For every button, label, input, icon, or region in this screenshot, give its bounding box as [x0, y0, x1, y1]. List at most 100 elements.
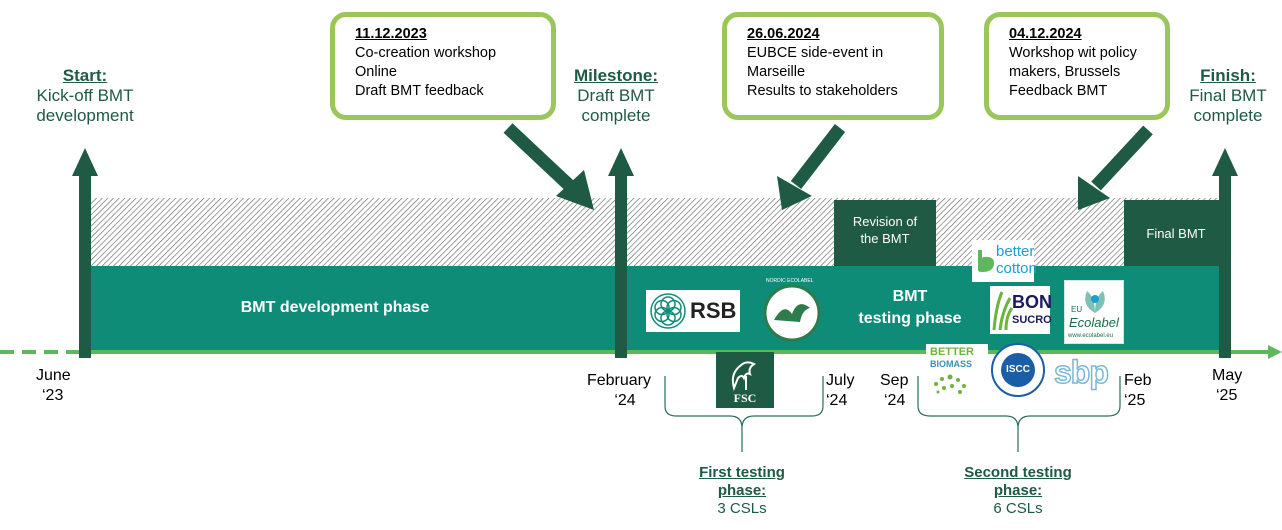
date-year: ‘24	[614, 392, 636, 409]
better-biomass-line2: BIOMASS	[930, 359, 973, 369]
iscc-logo: ISCC	[990, 342, 1046, 398]
callout-arrow-3	[1078, 125, 1153, 210]
start-line2: development	[36, 106, 134, 125]
date-year: ‘25	[1216, 387, 1238, 404]
fsc-text: FSC	[733, 391, 757, 405]
callout-line: Results to stakeholders	[747, 83, 898, 99]
milestone-line2: complete	[581, 106, 651, 125]
milestone-line1: Draft BMT	[577, 86, 655, 105]
nordic-ecolabel-logo: NORDIC ECOLABEL	[762, 278, 822, 342]
milestone-arrow	[608, 148, 634, 358]
revision-line2: the BMT	[860, 231, 910, 246]
date-year: ‘23	[42, 387, 64, 404]
date-month: July	[826, 372, 855, 389]
callout-date: 04.12.2024	[1009, 26, 1082, 42]
first-testing-heading1: First testing	[699, 464, 785, 481]
start-arrow	[72, 148, 98, 358]
timeline-arrowhead	[1268, 345, 1282, 359]
second-testing-heading2: phase:	[993, 482, 1043, 499]
flower-of-life-icon	[650, 293, 686, 329]
swan-icon	[763, 284, 821, 342]
eu-flower-icon	[1085, 291, 1105, 313]
development-phase-label: BMT development phase	[240, 299, 430, 316]
bonsucro-line2: SUCRO	[1012, 314, 1052, 326]
date-month: February	[586, 372, 652, 389]
dots-icon	[934, 374, 966, 394]
leaf-b-icon	[978, 250, 994, 272]
date-year: ‘24	[826, 392, 848, 409]
date-may-25: May ‘25	[1212, 366, 1242, 406]
callout-arrow-2	[777, 124, 846, 210]
date-sep-24: Sep ‘24	[880, 371, 908, 411]
start-heading: Start:	[62, 66, 108, 85]
second-testing-count: 6 CSLs	[993, 500, 1043, 517]
date-june-23: June ‘23	[36, 366, 71, 406]
finish-label: Finish: Final BMT complete	[1180, 66, 1276, 126]
eu-ecolabel-line1: EU	[1071, 305, 1083, 314]
hatched-band	[88, 198, 1228, 266]
callout-line: Feedback BMT	[1009, 83, 1108, 99]
final-bmt-box: Final BMT	[1124, 200, 1228, 266]
callout-line: makers, Brussels	[1009, 64, 1121, 80]
milestone-label: Milestone: Draft BMT complete	[560, 66, 672, 126]
bonsucro-logo: BON SUCRO	[990, 286, 1052, 334]
finish-line2: complete	[1193, 106, 1263, 125]
second-testing-heading1: Second testing	[964, 464, 1072, 481]
callout-line: Online	[355, 64, 397, 80]
final-bmt-label: Final BMT	[1146, 226, 1206, 241]
sbp-logo: sbp	[1052, 352, 1116, 396]
start-line1: Kick-off BMT	[36, 86, 134, 105]
sbp-text: sbp	[1053, 353, 1109, 391]
finish-line1: Final BMT	[1189, 86, 1267, 105]
testing-phase-line1: BMT	[892, 288, 928, 305]
revision-box: Revision of the BMT	[834, 200, 936, 266]
first-testing-count: 3 CSLs	[717, 500, 767, 517]
tree-check-icon	[731, 361, 756, 392]
first-testing-heading2: phase:	[717, 482, 767, 499]
rsb-logo: RSB	[646, 290, 740, 332]
bonsucro-line1: BON	[1012, 292, 1052, 312]
callout-workshop-2023: 11.12.2023 Co-creation workshop Online D…	[330, 12, 556, 120]
date-february-24: February ‘24	[580, 371, 658, 411]
callout-date: 26.06.2024	[747, 26, 820, 42]
fsc-logo: FSC	[716, 352, 774, 408]
milestone-heading: Milestone:	[573, 66, 659, 85]
callout-eubce-2024: 26.06.2024 EUBCE side-event in Marseille…	[722, 12, 944, 120]
date-month: Feb	[1124, 372, 1152, 389]
eu-ecolabel-logo: EU Ecolabel www.ecolabel.eu	[1064, 280, 1124, 344]
iscc-seal-icon	[991, 343, 1045, 397]
first-testing-phase-label: First testing phase: 3 CSLs	[672, 464, 812, 518]
second-testing-phase-label: Second testing phase: 6 CSLs	[936, 464, 1100, 518]
revision-line1: Revision of	[852, 214, 918, 229]
start-label: Start: Kick-off BMT development	[30, 66, 140, 126]
better-cotton-logo: better cotton	[972, 240, 1037, 282]
callout-arrow-1	[503, 123, 594, 210]
better-biomass-line1: BETTER	[930, 346, 974, 358]
date-july-24: July ‘24	[826, 371, 854, 411]
date-month: June	[36, 367, 71, 384]
callout-line: Co-creation workshop	[355, 45, 497, 61]
callout-brussels-2024: 04.12.2024 Workshop wit policy makers, B…	[984, 12, 1170, 120]
iscc-text: ISCC	[1006, 364, 1030, 375]
eu-ecolabel-line3: www.ecolabel.eu	[1068, 333, 1114, 339]
callout-line: EUBCE side-event in	[747, 45, 884, 61]
callout-line: Marseille	[747, 64, 806, 80]
date-year: ‘25	[1124, 392, 1146, 409]
nordic-ecolabel-text: NORDIC ECOLABEL	[766, 278, 814, 284]
callout-line: Draft BMT feedback	[355, 83, 484, 99]
better-cotton-line1: better	[996, 243, 1035, 260]
finish-heading: Finish:	[1200, 66, 1256, 85]
second-testing-brace	[917, 376, 1121, 452]
date-year: ‘24	[884, 392, 906, 409]
testing-phase-label: BMT testing phase	[840, 286, 980, 330]
date-month: May	[1212, 367, 1243, 384]
date-feb-25: Feb ‘25	[1124, 371, 1152, 411]
sugarcane-icon	[992, 291, 1014, 331]
date-month: Sep	[880, 372, 909, 389]
eu-ecolabel-line2: Ecolabel	[1069, 315, 1119, 330]
rsb-text: RSB	[690, 298, 737, 323]
better-cotton-line2: cotton	[996, 260, 1037, 277]
first-testing-brace	[664, 376, 824, 452]
better-biomass-logo: BETTER BIOMASS	[926, 344, 988, 400]
callout-date: 11.12.2023	[355, 26, 427, 42]
